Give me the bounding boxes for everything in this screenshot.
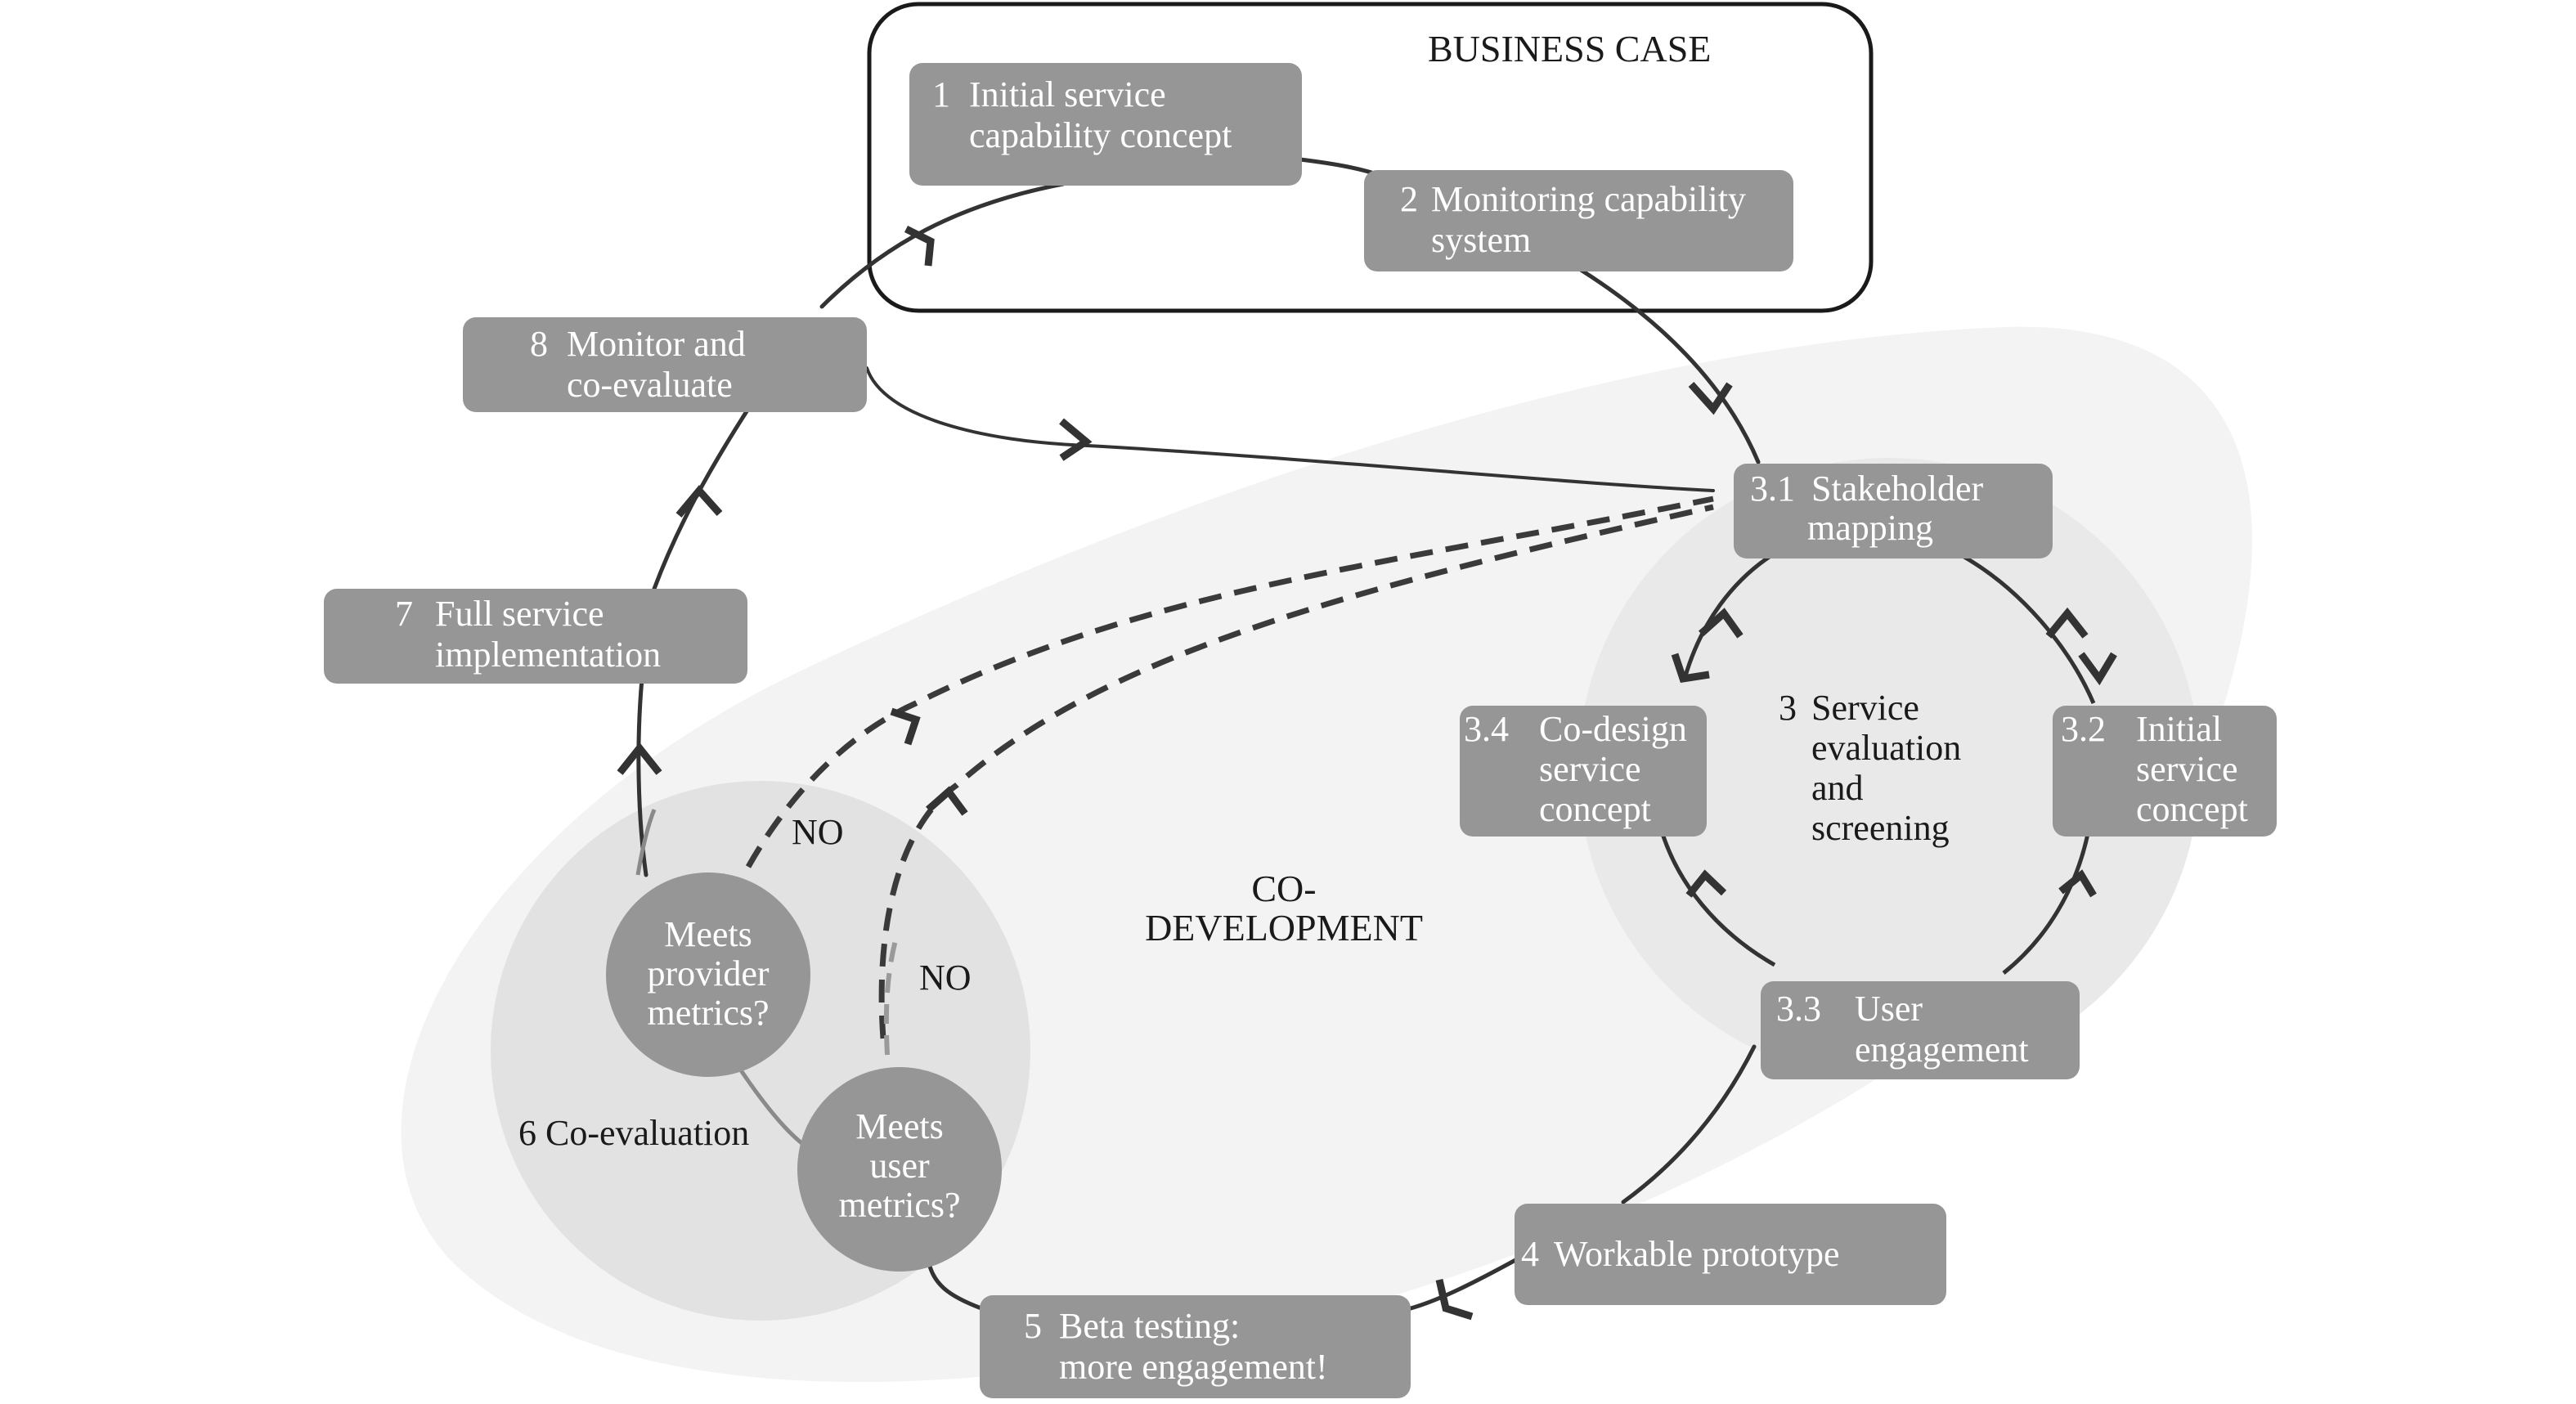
decision-provider-line-1: Meets	[664, 914, 752, 954]
node-3-3-line-2: engagement	[1855, 1029, 2029, 1070]
node-3-2-line-3: concept	[2136, 789, 2248, 829]
arrow-ring-3-1-to-3-4	[1671, 653, 1710, 684]
no-path-user	[878, 504, 1714, 1039]
node-3-4-line-3: concept	[1539, 789, 1651, 829]
node-1-line-1: Initial service	[969, 74, 1166, 114]
co-development-label-line-1: CO-	[1251, 868, 1316, 909]
decision-user-line-1: Meets	[855, 1106, 944, 1146]
no-label-user: NO	[919, 958, 972, 998]
co-development-label-line-2: DEVELOPMENT	[1145, 907, 1423, 949]
node-3-3: 3.3 User engagement	[1761, 981, 2080, 1079]
no-path-user-grey	[883, 940, 898, 1056]
node-3-4: 3.4 Co-design service concept	[1460, 706, 1707, 837]
node-3-4-line-2: service	[1539, 749, 1641, 789]
node-3-2-number: 3.2	[2061, 709, 2106, 749]
node-8-number: 8	[530, 324, 548, 364]
node-8-line-2: co-evaluate	[567, 365, 733, 405]
node-1: 1 Initial service capability concept	[909, 63, 1302, 186]
decision-user-line-3: metrics?	[838, 1185, 960, 1225]
arrow-ring-3-3-to-3-2	[2058, 869, 2097, 898]
node-5-number: 5	[1024, 1306, 1042, 1346]
node-7-line-2: implementation	[435, 635, 661, 675]
arrow-4-to-5	[1435, 1278, 1474, 1321]
decision-provider-line-2: provider	[647, 953, 769, 994]
node-7-line-1: Full service	[435, 594, 604, 634]
decision-provider-line-3: metrics?	[647, 993, 769, 1033]
business-case-box	[867, 2, 1874, 313]
decision-user-metrics: Meets user metrics?	[797, 1067, 1002, 1272]
node-7-number: 7	[395, 594, 413, 634]
business-case-label: BUSINESS CASE	[1428, 28, 1711, 70]
center-label-line-3: and	[1811, 768, 1864, 808]
node-3-2-line-2: service	[2136, 749, 2238, 789]
node-1-number: 1	[932, 74, 950, 114]
center-label-line-4: screening	[1811, 808, 1950, 848]
node-5-line-2: more engagement!	[1059, 1347, 1328, 1387]
node-3-2: 3.2 Initial service concept	[2053, 706, 2277, 837]
arrow-provider-to-7	[617, 742, 662, 775]
node-2-line-2: system	[1431, 220, 1531, 260]
connector-2-to-3-1	[1572, 263, 1761, 464]
node-3-4-number: 3.4	[1464, 709, 1509, 749]
co-evaluation-label: 6 Co-evaluation	[518, 1113, 749, 1153]
arrow-2-to-3-1	[1688, 381, 1733, 415]
no-path-provider	[745, 496, 1714, 868]
no-label-provider: NO	[792, 812, 844, 852]
node-8-line-1: Monitor and	[567, 324, 746, 364]
connector-3-3-to-4	[1621, 1044, 1757, 1204]
node-1-line-2: capability concept	[969, 115, 1232, 155]
node-8: 8 Monitor and co-evaluate	[463, 317, 867, 412]
node-3-1-number: 3.1	[1750, 469, 1795, 509]
node-3-3-line-1: User	[1855, 989, 1923, 1029]
decision-user-line-2: user	[869, 1146, 930, 1186]
center-label-line-1: Service	[1811, 688, 1919, 728]
node-3-3-number: 3.3	[1776, 989, 1821, 1029]
arrow-7-to-8	[675, 485, 723, 518]
arrow-ring-3-2-down	[2078, 652, 2117, 686]
arrowheads	[617, 225, 2117, 1321]
node-3-4-line-1: Co-design	[1539, 709, 1687, 749]
node-7: 7 Full service implementation	[324, 589, 747, 684]
connector-4-to-5	[1408, 1257, 1519, 1311]
arrow-no-provider	[890, 707, 921, 746]
node-2-number: 2	[1400, 179, 1418, 219]
node-4-line-1: Workable prototype	[1554, 1234, 1840, 1274]
connector-provider-up	[635, 809, 657, 876]
connector-7-to-8	[652, 406, 751, 591]
no-loops	[745, 496, 1714, 1039]
node-4: 4 Workable prototype	[1515, 1204, 1946, 1305]
connector-8-to-1	[819, 182, 1066, 309]
node-3-1-line-1: Stakeholder	[1811, 469, 1984, 509]
service-evaluation-region	[1578, 458, 2200, 1079]
connector-8-to-3-1	[865, 366, 1715, 492]
arrow-ring-3-3-to-3-4	[1685, 869, 1727, 898]
arrow-ring-3-4-up	[1699, 608, 1744, 639]
node-4-number: 4	[1521, 1234, 1539, 1274]
center-label-number: 3	[1779, 688, 1797, 728]
node-3-1-line-2: mapping	[1807, 508, 1933, 548]
node-3-1: 3.1 Stakeholder mapping	[1734, 464, 2053, 558]
arrow-no-user	[926, 786, 968, 816]
node-2: 2 Monitoring capability system	[1364, 170, 1793, 271]
service-evaluation-ring	[1658, 554, 2096, 975]
center-label-line-2: evaluation	[1811, 728, 1961, 768]
node-3-2-line-1: Initial	[2136, 709, 2222, 749]
arrow-8-to-3-1	[1059, 418, 1093, 461]
arrow-8-to-1	[904, 225, 935, 267]
arrow-ring-3-2-up	[2045, 607, 2089, 639]
node-2-line-1: Monitoring capability	[1431, 179, 1746, 219]
node-5-line-1: Beta testing:	[1059, 1306, 1240, 1346]
decision-provider-metrics: Meets provider metrics?	[606, 872, 810, 1077]
node-5: 5 Beta testing: more engagement!	[980, 1295, 1411, 1398]
